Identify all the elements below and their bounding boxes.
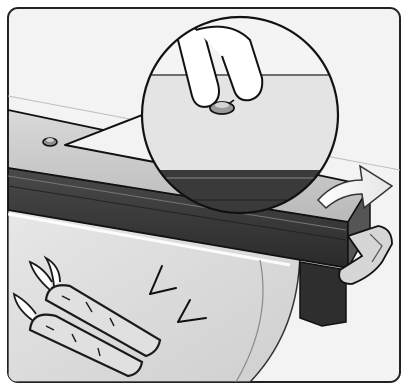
unlock-button-icon: [43, 138, 57, 146]
